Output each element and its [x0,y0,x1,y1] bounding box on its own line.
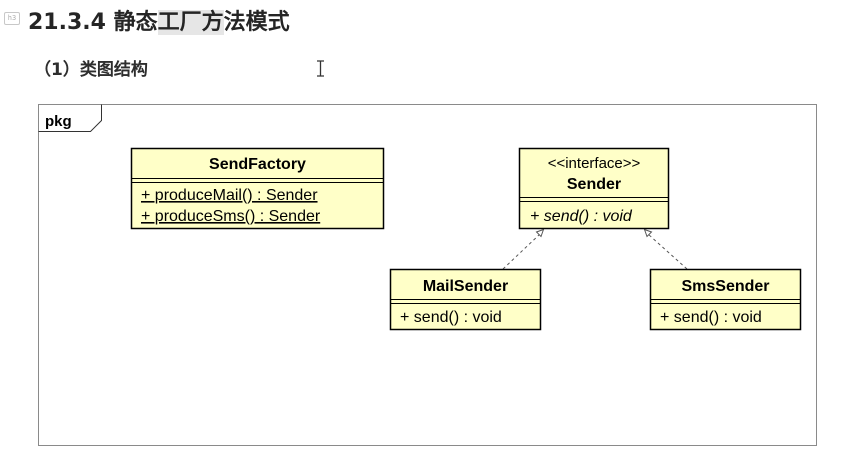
heading-level-badge: h3 [4,12,20,25]
class-method: + send() : void [530,208,633,225]
realization-mailsender-to-sender [502,228,545,270]
package-tab [38,104,102,132]
class-name: MailSender [423,278,508,295]
class-method: + produceSms() : Sender [141,208,321,225]
heading-title-end: 法模式 [223,10,290,35]
class-method: + send() : void [660,309,762,326]
interface-stereotype: <<interface>> [548,155,641,172]
text-cursor-icon [317,60,324,77]
heading-title-start: 静态 [113,10,158,35]
class-name: SendFactory [209,156,306,173]
class-name: Sender [567,176,621,193]
class-sendfactory[interactable]: SendFactory + produceMail() : Sender + p… [130,147,385,230]
realization-smssender-to-sender [643,228,688,270]
package-label: pkg [45,113,72,130]
class-method: + produceMail() : Sender [141,187,318,204]
section-heading: 21.3.4 静态工厂方法模式 [28,6,290,40]
subsection-heading: （1）类图结构 [34,60,148,80]
class-smssender[interactable]: SmsSender + send() : void [649,268,802,331]
heading-number: 21.3.4 [28,10,114,35]
class-mailsender[interactable]: MailSender + send() : void [389,268,542,331]
interface-sender[interactable]: <<interface>> Sender + send() : void [518,147,670,230]
class-method: + send() : void [400,309,502,326]
class-name: SmsSender [681,278,769,295]
heading-title-selection[interactable]: 工厂方 [157,10,224,35]
